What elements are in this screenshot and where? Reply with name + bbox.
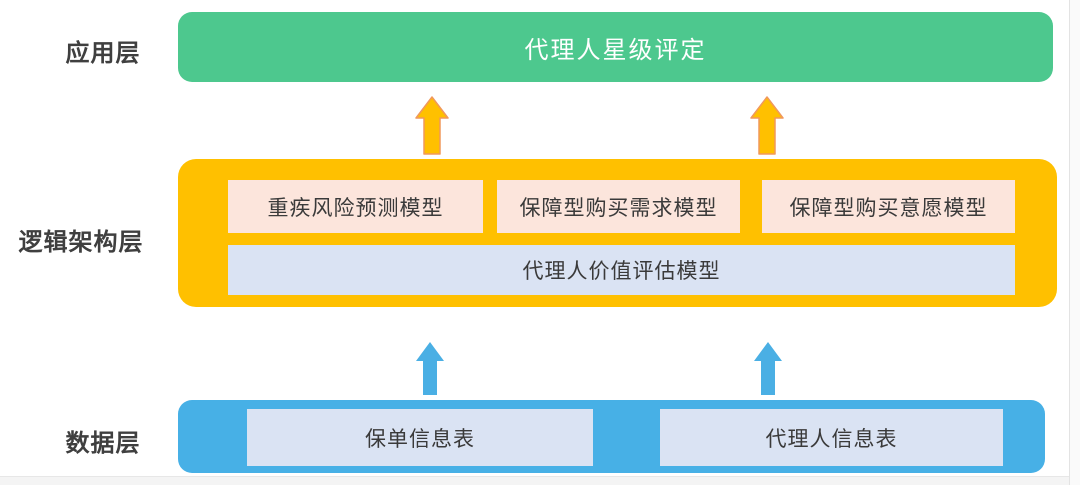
page-bottom-strip [0, 476, 1069, 485]
table-box-policy-info: 保单信息表 [247, 409, 593, 466]
app-layer-box-label: 代理人星级评定 [524, 36, 707, 64]
up-arrow-icon [750, 96, 784, 155]
model-box-risk-prediction: 重疾风险预测模型 [228, 180, 483, 233]
logic-layer-label: 逻辑架构层 [18, 229, 144, 256]
model-box-label: 保障型购买需求模型 [519, 196, 718, 220]
table-box-label: 代理人信息表 [765, 427, 898, 451]
up-arrow-icon [415, 96, 449, 155]
data-layer-label: 数据层 [65, 430, 141, 457]
base-model-box-label: 代理人价值评估模型 [522, 260, 721, 283]
table-box-label: 保单信息表 [365, 427, 475, 451]
up-arrow-icon [754, 342, 782, 395]
model-box-purchase-demand: 保障型购买需求模型 [497, 180, 740, 233]
up-arrow-icon [416, 342, 444, 395]
base-model-box-agent-value: 代理人价值评估模型 [228, 245, 1015, 295]
model-box-label: 保障型购买意愿模型 [789, 196, 988, 220]
model-box-label: 重疾风险预测模型 [267, 196, 444, 220]
app-layer-box: 代理人星级评定 [178, 12, 1053, 82]
model-box-purchase-willingness: 保障型购买意愿模型 [762, 180, 1015, 233]
app-layer-label: 应用层 [65, 40, 141, 67]
table-box-agent-info: 代理人信息表 [660, 409, 1003, 466]
page-right-gutter [1069, 0, 1080, 485]
